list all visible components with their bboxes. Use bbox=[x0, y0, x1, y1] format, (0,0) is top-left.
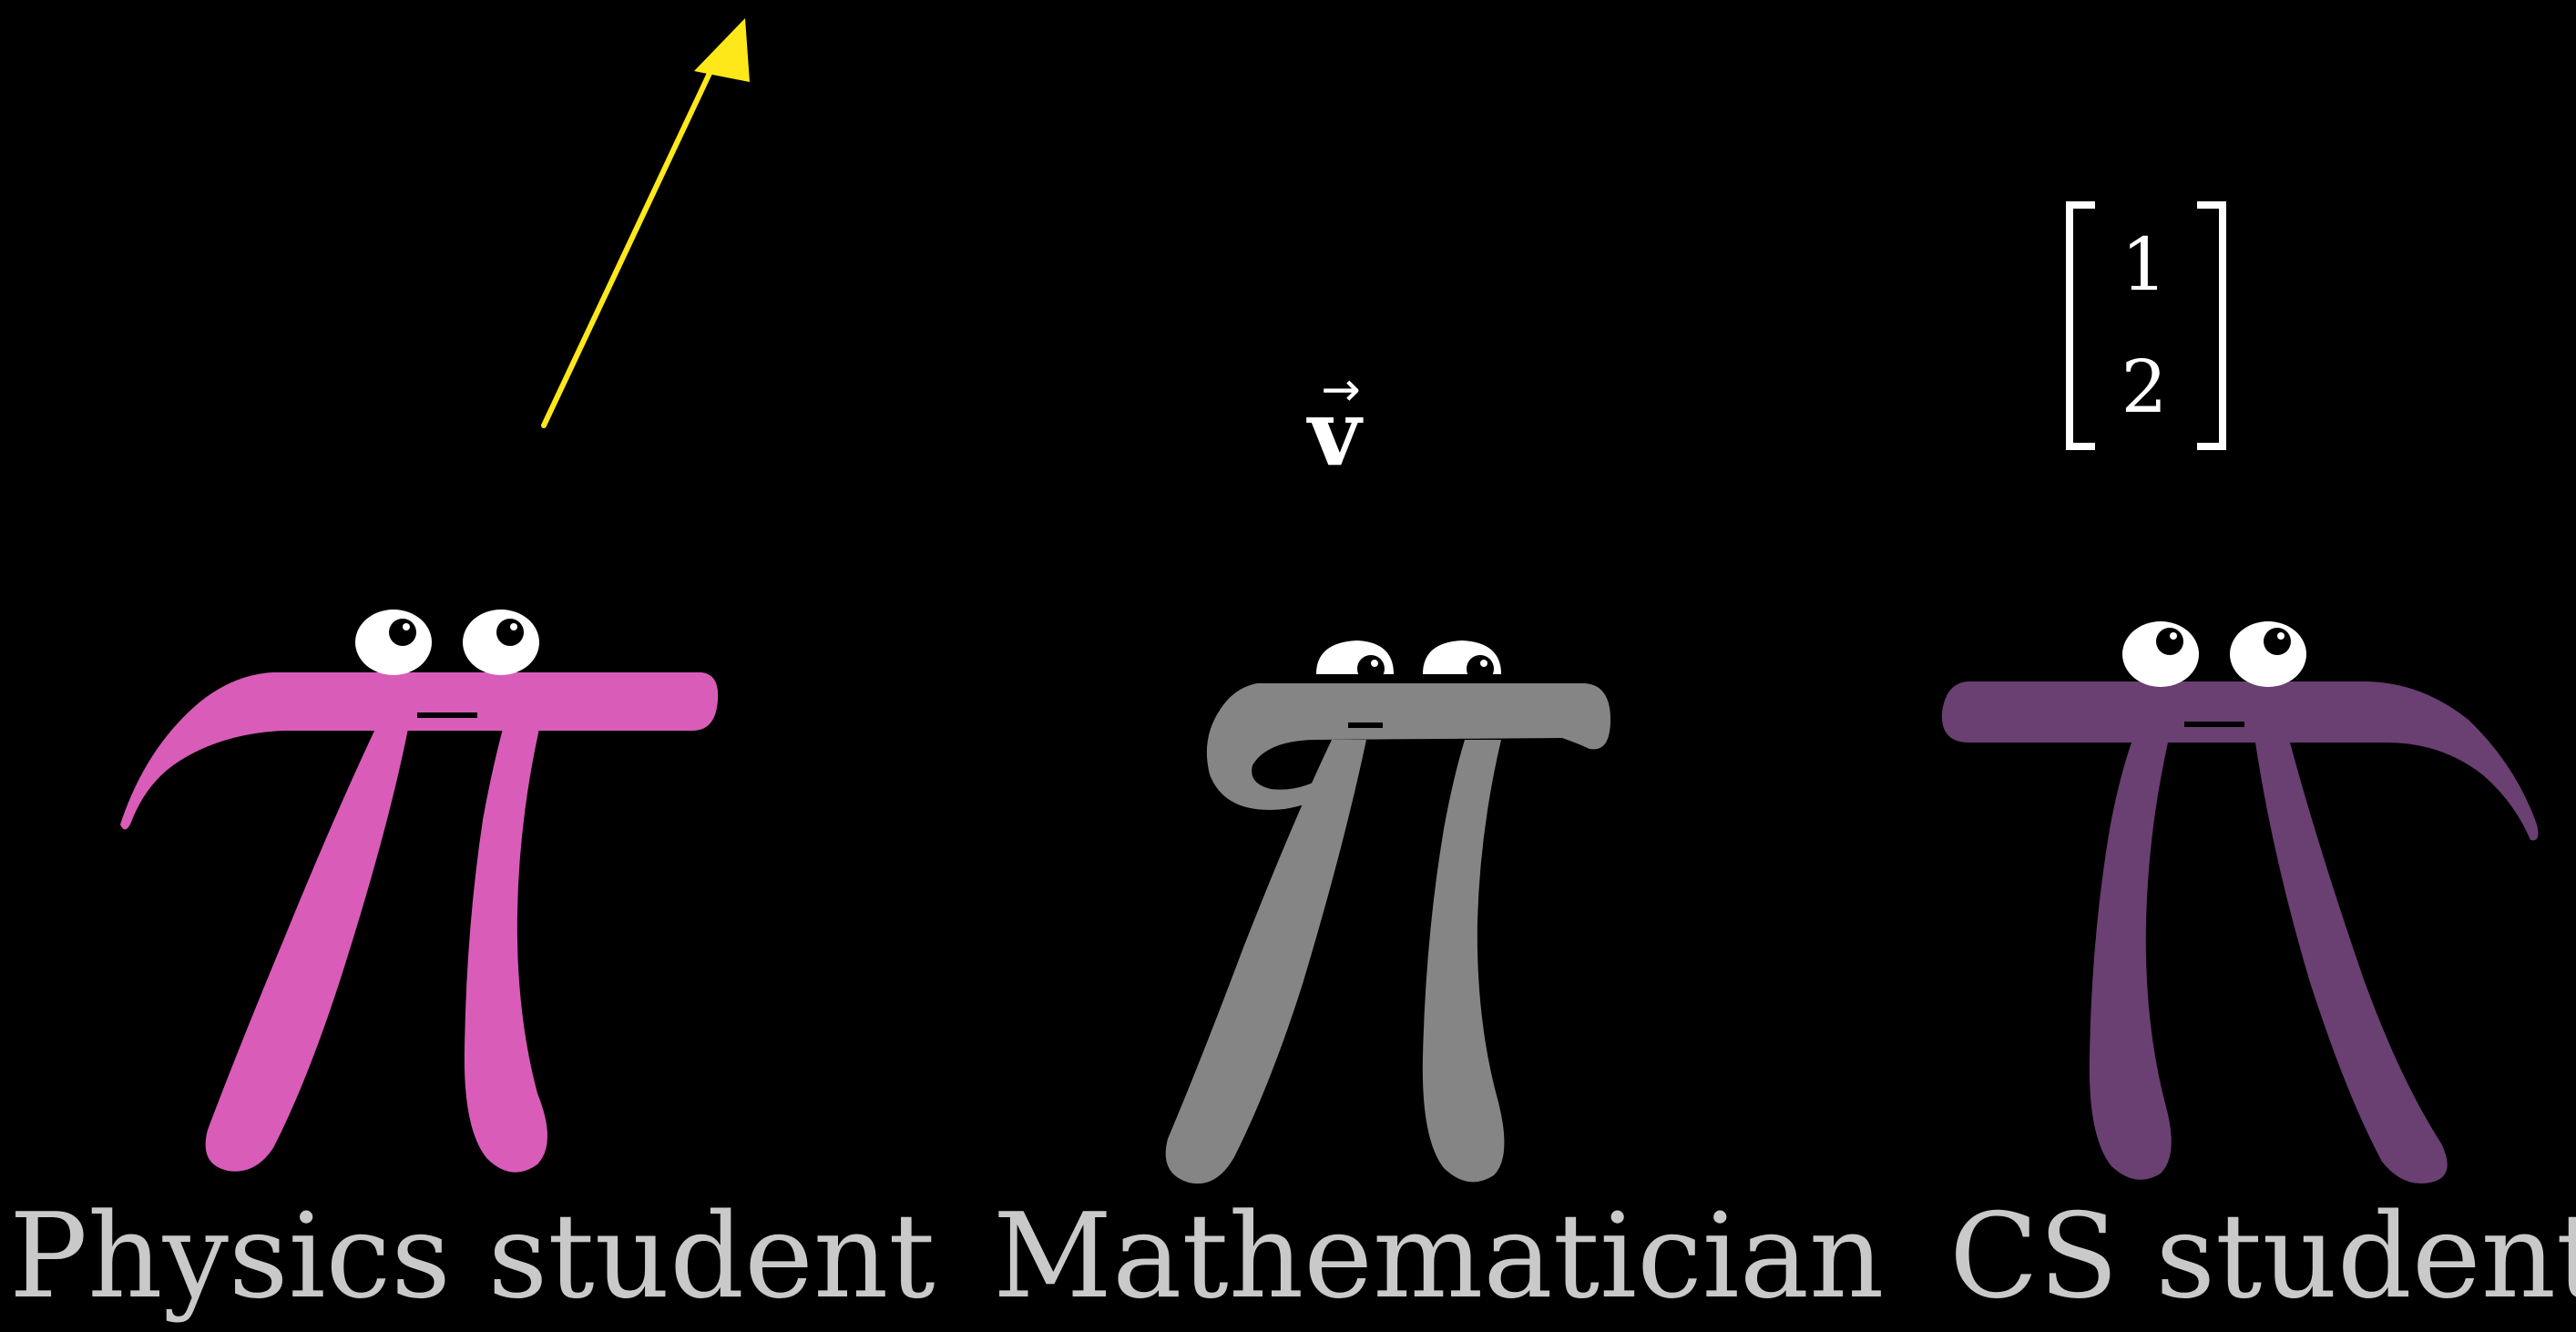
physics-pi-creature-icon bbox=[120, 610, 719, 1173]
vector-entry-2: 2 bbox=[2121, 344, 2168, 429]
physics-student-label: Physics student bbox=[9, 1189, 935, 1325]
vector-arrow-icon bbox=[541, 18, 750, 428]
mathematician-pi-creature-icon bbox=[1165, 640, 1610, 1184]
vector-accent-arrow-icon: → bbox=[1321, 363, 1361, 417]
mathematician-label: Mathematician bbox=[993, 1189, 1885, 1325]
column-vector-bracket-icon: 1 2 bbox=[2066, 201, 2226, 450]
vector-entry-1: 1 bbox=[2121, 222, 2168, 307]
vector-v-letter: v bbox=[1306, 379, 1364, 487]
vector-v-symbol: v → bbox=[1306, 363, 1364, 487]
cs-student-label: CS student bbox=[1949, 1189, 2576, 1325]
cs-pi-creature-icon bbox=[1941, 621, 2539, 1184]
